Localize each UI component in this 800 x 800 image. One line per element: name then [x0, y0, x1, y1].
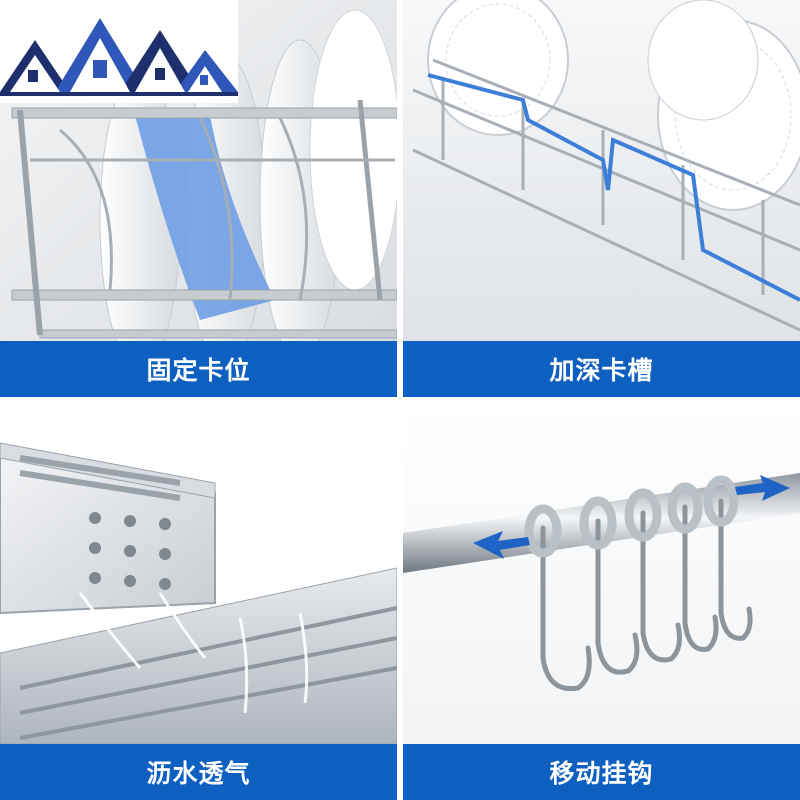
- house-roof-logo-icon: [0, 18, 238, 96]
- panel-drainage-ventilation: 沥水透气: [0, 403, 397, 800]
- caption-fixed-slot: 固定卡位: [0, 341, 397, 397]
- dish-rack-deep-groove-illustration: [403, 0, 800, 341]
- chopstick-holder-drain-illustration: [0, 403, 397, 744]
- panel-movable-hooks: 移动挂钩: [403, 403, 800, 800]
- panel-deepened-groove: 加深卡槽: [403, 0, 800, 397]
- caption-drainage-ventilation: 沥水透气: [0, 744, 397, 800]
- brand-logo: [0, 0, 238, 103]
- rail-hooks-illustration: [403, 403, 800, 744]
- caption-movable-hooks: 移动挂钩: [403, 744, 800, 800]
- caption-deepened-groove: 加深卡槽: [403, 341, 800, 397]
